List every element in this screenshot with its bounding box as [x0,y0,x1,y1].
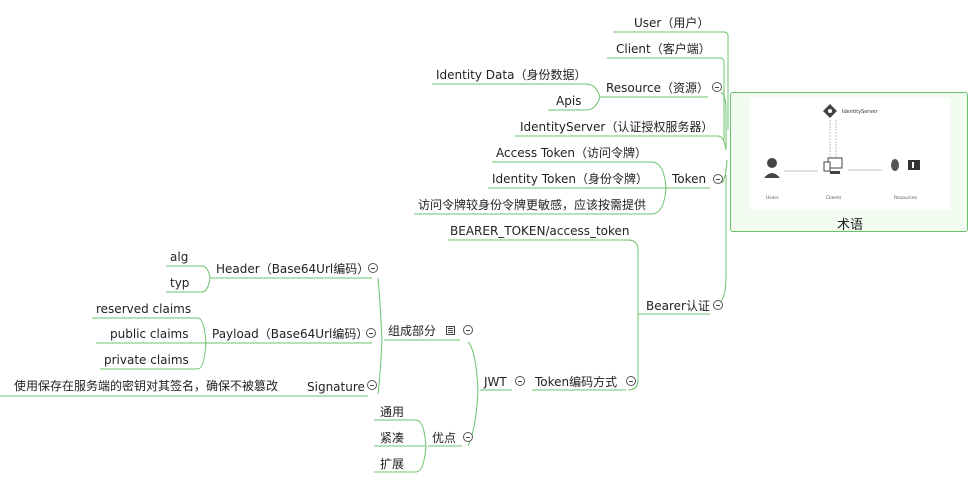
resources-icon [891,159,920,171]
link-resource-root [720,91,727,150]
link-adv-general [374,419,427,447]
link-encoding [627,314,639,391]
node-jwt[interactable]: JWT [484,375,507,389]
collapse-signature-icon[interactable] [367,380,377,390]
link-client [607,57,725,140]
link-access-token [492,161,667,189]
image-label-resources: Resources [894,195,918,201]
identityserver-architecture-image: IdentityServer Users Clients Resources [750,98,950,210]
collapse-resource-icon[interactable] [712,82,722,92]
node-reserved-claims[interactable]: reserved claims [96,302,192,316]
collapse-jwt-icon[interactable] [515,376,525,386]
node-payload[interactable]: Payload（Base64Url编码） [212,327,369,341]
link-jwt-branches [467,341,479,447]
node-bearer[interactable]: Bearer认证 [646,299,710,313]
link-private [100,342,207,370]
root-title: 术语 [836,218,863,233]
node-adv-extensible[interactable]: 扩展 [380,457,405,471]
node-bearer-token[interactable]: BEARER_TOKEN/access_token [450,224,630,238]
link-typ [166,277,211,293]
node-token-note[interactable]: 访问令牌较身份令牌更敏感，应该按需提供 [418,198,647,212]
node-apis[interactable]: Apis [556,94,582,108]
node-token-encoding[interactable]: Token编码方式 [535,375,618,389]
collapse-bearer-icon[interactable] [713,300,723,310]
link-user [613,31,729,130]
link-adv-extensible [374,445,427,473]
link-identity-server [515,135,727,151]
node-identity-token[interactable]: Identity Token（身份令牌） [492,172,648,186]
link-apis [548,96,601,111]
node-token[interactable]: Token [672,172,707,186]
link-identity-data [432,83,601,98]
image-label-identityserver: IdentityServer [842,109,879,115]
node-signature-note[interactable]: 使用保存在服务端的密钥对其签名，确保不被篡改 [14,379,279,393]
node-signature[interactable]: Signature [307,380,365,394]
node-adv-compact[interactable]: 紧凑 [380,431,405,445]
collapse-token-icon[interactable] [713,174,723,184]
collapse-advantages-icon[interactable] [463,432,473,442]
image-label-clients: Clients [826,195,842,201]
link-alg [166,265,211,279]
link-bearer-root [720,175,727,302]
collapse-header-icon[interactable] [368,263,378,273]
node-public-claims[interactable]: public claims [110,327,189,341]
collapse-token-encoding-icon[interactable] [626,376,636,386]
link-token-note [414,187,667,215]
node-user[interactable]: User（用户） [634,16,710,30]
node-advantages[interactable]: 优点 [432,431,457,445]
link-token-root [721,159,728,184]
clients-icon [823,157,843,174]
users-icon [764,158,780,178]
node-identity-data[interactable]: Identity Data（身份数据） [436,68,587,82]
node-private-claims[interactable]: private claims [104,353,189,367]
collapse-composition-icon[interactable] [463,325,473,335]
node-resource[interactable]: Resource（资源） [606,81,710,95]
collapse-payload-icon[interactable] [366,328,376,338]
node-access-token[interactable]: Access Token（访问令牌） [496,146,648,160]
node-alg[interactable]: alg [170,250,189,264]
node-typ[interactable]: typ [170,276,190,290]
note-icon[interactable] [446,326,455,335]
link-composition-branches [377,277,383,395]
root-node[interactable]: IdentityServer Users Clients Resources [730,92,968,233]
image-label-users: Users [766,195,779,201]
link-reserved [92,317,207,344]
node-identity-server[interactable]: IdentityServer（认证授权服务器） [520,120,714,134]
link-bearer-token [448,239,646,315]
node-adv-general[interactable]: 通用 [380,405,405,419]
node-composition[interactable]: 组成部分 [388,324,437,338]
node-client[interactable]: Client（客户端） [616,42,711,56]
node-header[interactable]: Header（Base64Url编码） [216,262,370,276]
